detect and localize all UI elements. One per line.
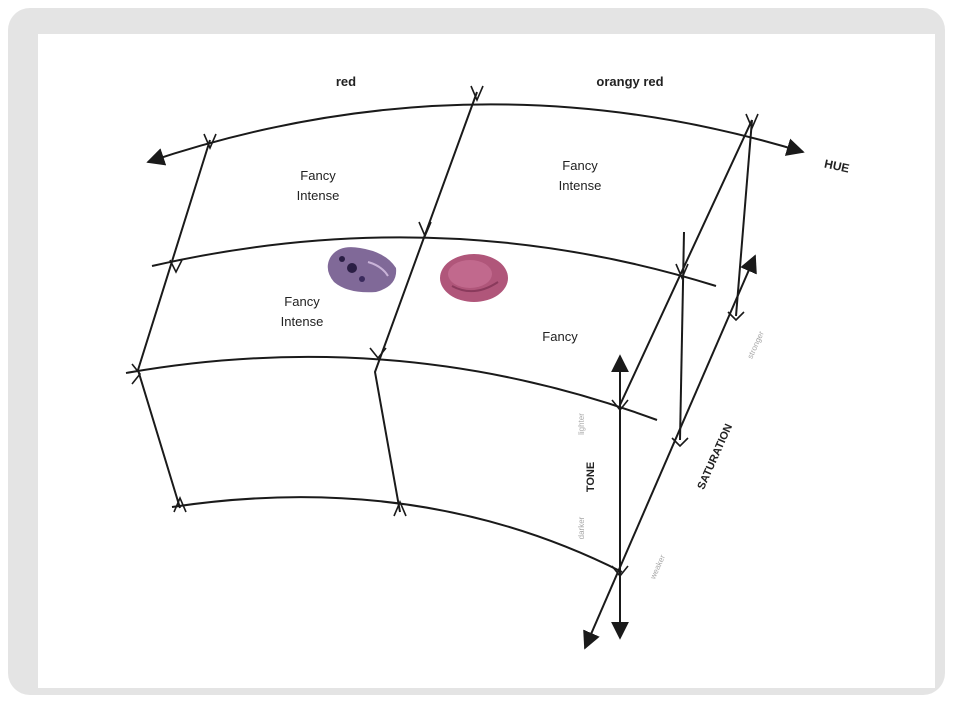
grid-lines [125,85,805,650]
saturation-stronger-label: stronger [746,329,766,360]
tick-marks [131,85,759,578]
cell-middle-left-line2: Intense [281,314,324,329]
cell-top-left-line2: Intense [297,188,340,203]
cell-middle-right: Fancy [542,329,578,344]
cell-top-left-line1: Fancy [300,168,336,183]
hue-axis-label: HUE [823,157,851,176]
side-line-mid [679,231,685,441]
hue-label-left: red [336,74,356,89]
saturation-axis-label: SATURATION [695,422,735,491]
hue-axis-arc [146,103,805,166]
arc-row-4 [171,496,623,573]
gem-right-image [440,254,508,302]
gem-left-image [327,247,397,293]
cell-middle-left-line1: Fancy [284,294,320,309]
grid-vertical-middle [373,91,478,513]
grid-vertical-right [619,119,753,570]
cell-top-right-line1: Fancy [562,158,598,173]
tone-lighter-label: lighter [577,413,586,435]
hue-label-right: orangy red [596,74,663,89]
tone-darker-label: darker [577,516,586,539]
saturation-axis [583,254,757,650]
saturation-weaker-label: weaker [648,553,667,581]
arc-row-3 [125,355,658,421]
cell-top-right-line2: Intense [559,178,602,193]
grid-vertical-left [136,139,211,509]
tone-axis-label: TONE [585,462,597,492]
arc-row-2 [151,236,717,287]
